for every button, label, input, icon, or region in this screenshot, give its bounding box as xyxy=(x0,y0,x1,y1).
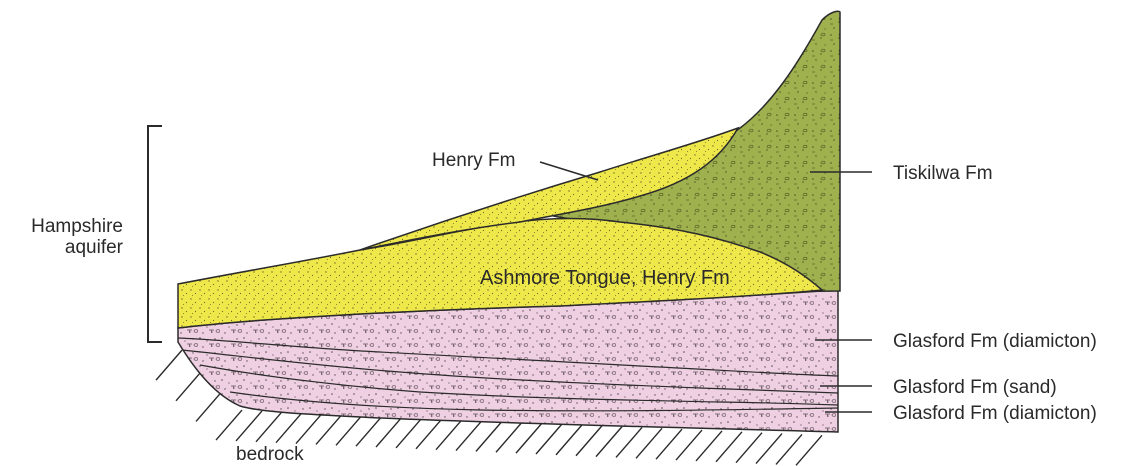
bedrock-hatch-line xyxy=(576,426,602,456)
aquifer-bracket xyxy=(148,126,162,342)
bedrock-hatch-line xyxy=(616,427,642,457)
bedrock-hatch-line xyxy=(316,414,342,444)
bedrock-hatch-line xyxy=(196,391,222,421)
bedrock-hatch-line xyxy=(376,417,402,447)
ashmore-label: Ashmore Tongue, Henry Fm xyxy=(480,267,730,289)
bedrock-hatch-line xyxy=(416,419,442,449)
bedrock-hatch-line xyxy=(776,434,802,464)
glasford-sand-label: Glasford Fm (sand) xyxy=(893,377,1057,398)
bedrock-hatch-line xyxy=(396,418,422,448)
tiskilwa-label: Tiskilwa Fm xyxy=(893,163,993,184)
bedrock-hatch-line xyxy=(456,421,482,451)
bedrock-hatch-line xyxy=(736,433,762,463)
glasford-diamicton-lower-label: Glasford Fm (diamicton) xyxy=(893,403,1097,424)
bedrock-hatch-line xyxy=(276,413,302,443)
henry-label: Henry Fm xyxy=(432,150,515,171)
bedrock-hatch-line xyxy=(176,371,202,401)
bedrock-label: bedrock xyxy=(236,444,304,465)
bedrock-hatch-line xyxy=(256,412,282,442)
bedrock-hatch-line xyxy=(516,423,542,453)
aquifer-label-line1: Hampshire xyxy=(31,216,123,237)
bedrock-hatch-line xyxy=(756,434,782,464)
bedrock-hatch-line xyxy=(596,427,622,457)
bedrock-hatch-line xyxy=(496,422,522,452)
glasford-diamicton-upper-label: Glasford Fm (diamicton) xyxy=(893,331,1097,352)
bedrock-hatch-line xyxy=(796,435,822,465)
bedrock-hatch-line xyxy=(536,424,562,454)
bedrock-hatch-line xyxy=(676,430,702,460)
bedrock-hatch-line xyxy=(716,432,742,462)
bedrock-hatch-line xyxy=(156,350,182,380)
bedrock-hatch-line xyxy=(296,414,322,444)
bedrock-hatch-line xyxy=(696,431,722,461)
henry-leader xyxy=(540,162,598,180)
aquifer-label-line2: aquifer xyxy=(65,237,124,258)
bedrock-hatch-line xyxy=(556,425,582,455)
bedrock-hatch-line xyxy=(476,421,502,451)
bedrock-hatch-line xyxy=(636,428,662,458)
bedrock-hatch-line xyxy=(436,420,462,450)
bedrock-hatch-line xyxy=(356,416,382,446)
bedrock-hatch-line xyxy=(656,429,682,459)
bedrock-hatch-line xyxy=(216,410,242,440)
bedrock-hatch-line xyxy=(236,411,262,441)
bedrock-hatch-line xyxy=(336,415,362,445)
